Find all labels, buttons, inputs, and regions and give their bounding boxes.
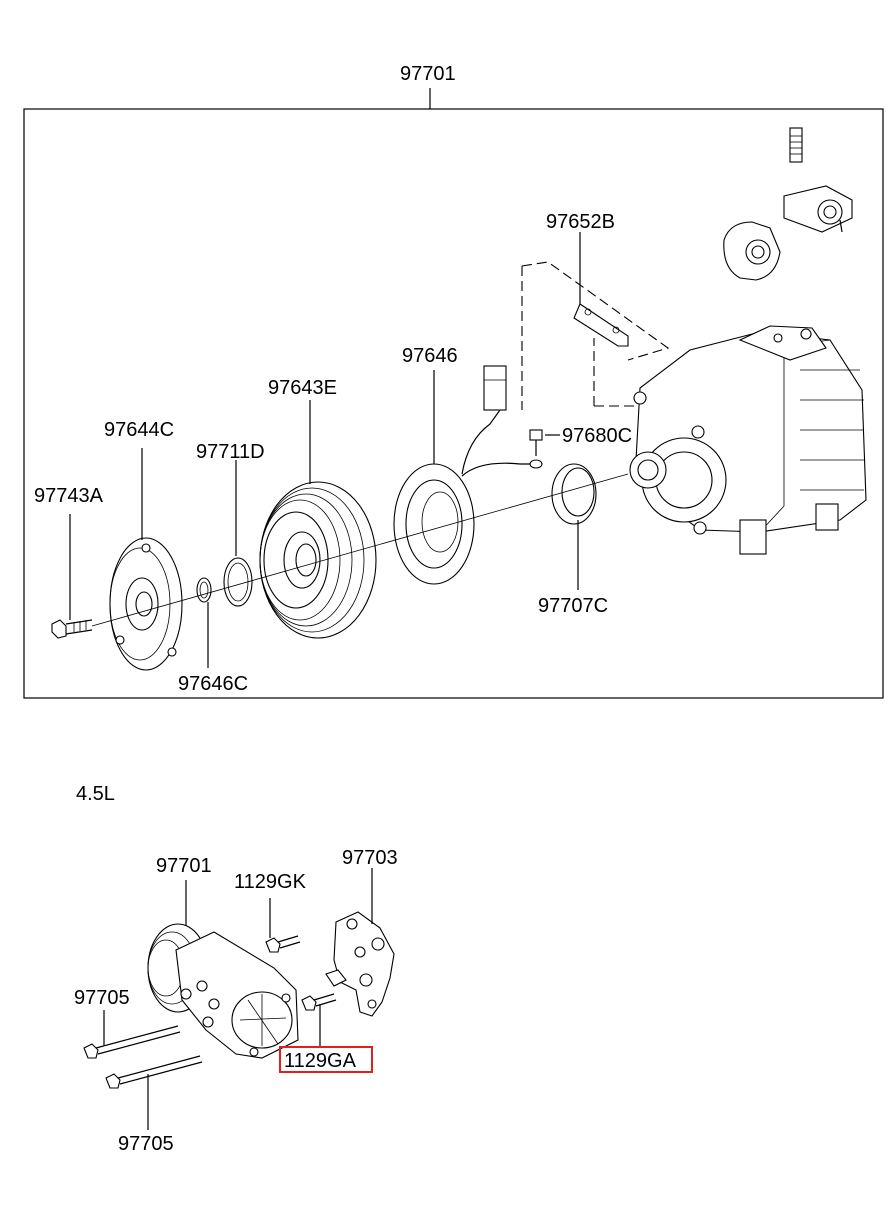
highlight-box-1129ga xyxy=(279,1046,373,1073)
bolt-97743a xyxy=(51,619,93,639)
part-label-97705-bottom: 97705 xyxy=(118,1133,174,1155)
part-label-1129ga: 1129GA xyxy=(284,1050,357,1072)
assembly-label: 97701 xyxy=(400,63,456,85)
bolt-1129ga xyxy=(301,993,337,1011)
part-label-97646: 97646 xyxy=(402,345,458,367)
part-label-97643e: 97643E xyxy=(268,377,337,399)
shaft-centerline xyxy=(91,473,629,627)
pressure-switch-group xyxy=(723,127,853,281)
part-label-97711d: 97711D xyxy=(196,441,265,463)
part-label-97652b: 97652B xyxy=(546,211,615,233)
part-label-1129gk: 1129GK xyxy=(234,871,307,893)
part-label-97743a: 97743A xyxy=(34,485,104,507)
compressor-lower-97701 xyxy=(147,923,299,1059)
part-label-97680c: 97680C xyxy=(562,425,632,447)
part-label-97705-top: 97705 xyxy=(74,987,130,1009)
assembly-frame xyxy=(23,108,884,699)
clutch-hub-97644c xyxy=(109,537,183,671)
bracket-97703 xyxy=(325,911,395,1017)
bracket-97652b xyxy=(573,303,629,347)
bolt-97680c xyxy=(529,429,543,456)
shim-97646c xyxy=(196,577,212,603)
bolt-1129gk xyxy=(265,935,301,953)
compressor-body xyxy=(629,325,867,555)
part-label-97707c: 97707C xyxy=(538,595,608,617)
part-label-97644c: 97644C xyxy=(104,419,174,441)
shim-97707c xyxy=(551,463,597,525)
field-coil-97646 xyxy=(393,365,543,585)
part-label-97646c: 97646C xyxy=(178,673,248,695)
long-bolt-97705-bottom xyxy=(105,1055,203,1089)
part-label-lower-97701: 97701 xyxy=(156,855,212,877)
long-bolt-97705-top xyxy=(83,1025,181,1059)
section-label: 4.5L xyxy=(76,783,115,805)
pulley-97643e xyxy=(259,481,377,639)
part-label-97703: 97703 xyxy=(342,847,398,869)
